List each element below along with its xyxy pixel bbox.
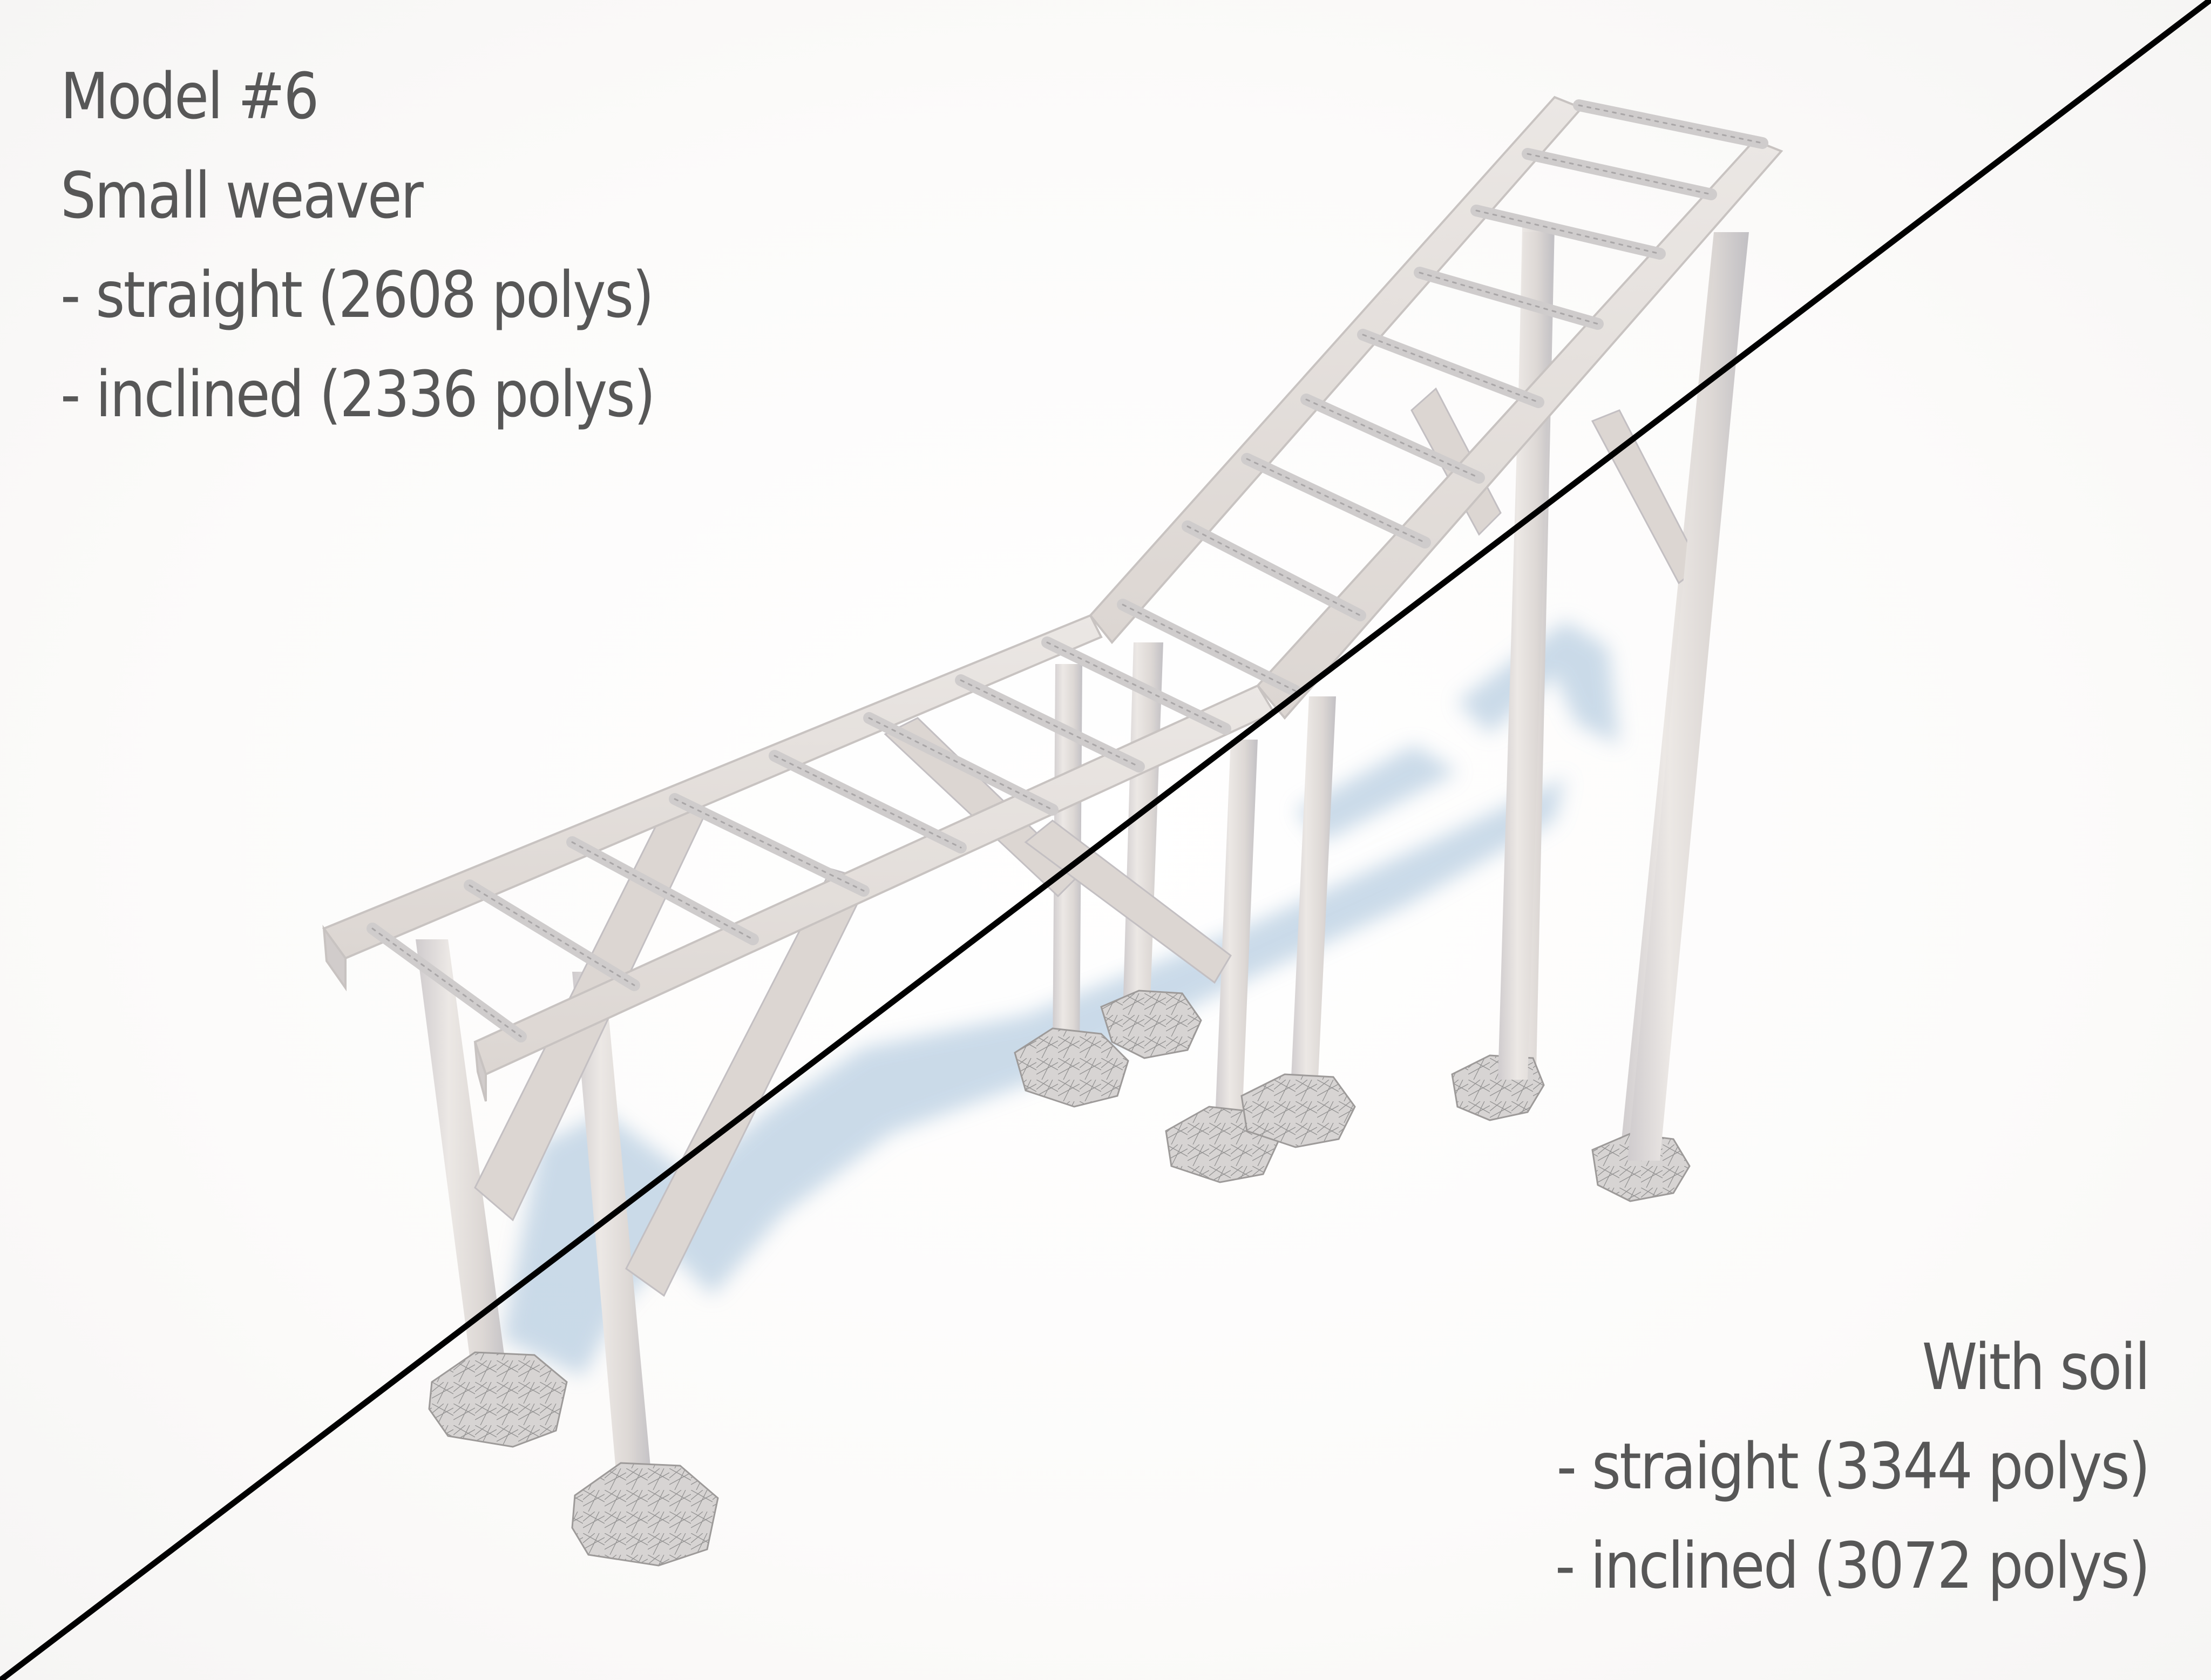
soil-pads-mid: [1014, 990, 1356, 1183]
soil-caption: With soil - straight (3344 polys) - incl…: [1555, 1317, 2151, 1615]
variant-straight: - straight (2608 polys): [60, 258, 654, 332]
model-subtitle: Small weaver: [60, 158, 424, 233]
left-posts: [416, 939, 653, 1495]
rung-texture: [371, 104, 1764, 1038]
soil-variant-straight: - straight (3344 polys): [1556, 1429, 2151, 1503]
model-title: Model #6: [60, 59, 319, 133]
soil-title: With soil: [1922, 1330, 2151, 1404]
soil-variant-inclined: - inclined (3072 polys): [1555, 1528, 2151, 1603]
model-caption: Model #6 Small weaver - straight (2608 p…: [60, 46, 656, 444]
side-beams: [322, 96, 1783, 1102]
right-posts: [1498, 232, 1748, 1161]
variant-inclined: - inclined (2336 polys): [60, 357, 656, 431]
soil-pads-left: [428, 1351, 719, 1567]
